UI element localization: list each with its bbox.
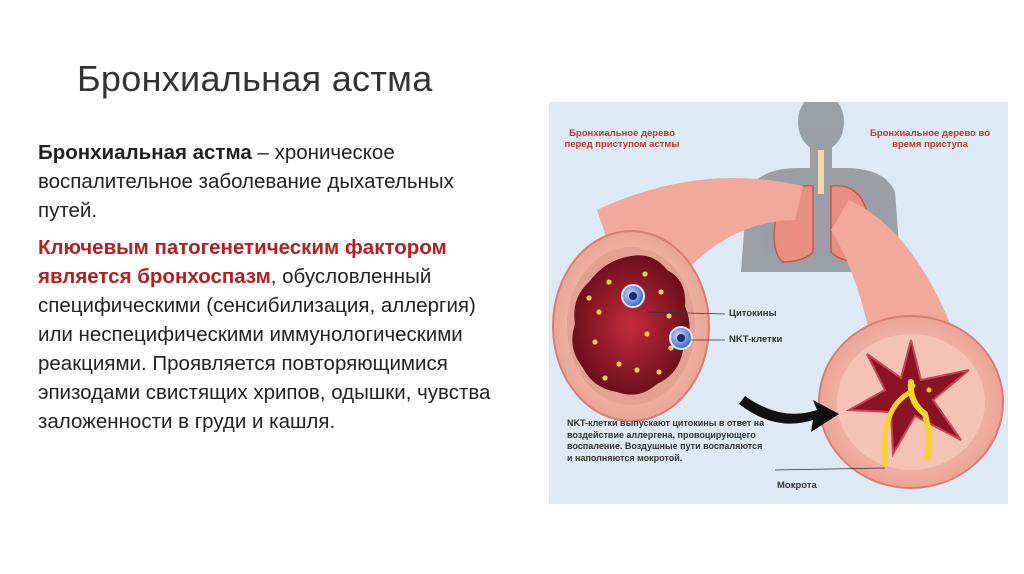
- nkt-cells: [621, 284, 693, 350]
- slide-title: Бронхиальная астма: [77, 58, 433, 99]
- mucus-branch: [882, 389, 914, 467]
- body-text: Бронхиальная астма – хроническое воспали…: [38, 138, 508, 436]
- mucus-pointer: [774, 467, 886, 471]
- label-nkt-cells: NKT-клетки: [729, 334, 783, 345]
- term-highlight: Бронхиальная астма: [38, 141, 252, 164]
- caption-before-attack: Бронхиальное дерево перед приступом астм…: [564, 128, 680, 150]
- bronchi-diagram: [552, 102, 1004, 489]
- label-mucus: Мокрота: [777, 480, 817, 491]
- trachea: [818, 150, 824, 194]
- right-tube-constricted-lumen: [845, 339, 970, 458]
- definition-paragraph: Бронхиальная астма – хроническое воспали…: [38, 138, 508, 225]
- key-factor-highlight: Ключевым патогенетическим фактором являе…: [38, 236, 447, 288]
- definition-text: – хроническое воспалительное заболевание…: [38, 141, 454, 222]
- cytokines-pointer: [648, 311, 726, 315]
- caption-during-attack: Бронхиальное дерево во время приступа: [870, 128, 990, 150]
- explanation-note: NKT-клетки выпускают цитокины в ответ на…: [567, 418, 765, 463]
- arrow-icon: [739, 396, 839, 432]
- pathogenesis-text: , обусловленный специфическими (сенсибил…: [38, 265, 491, 433]
- label-cytokines: Цитокины: [729, 308, 777, 319]
- pathogenesis-paragraph: Ключевым патогенетическим фактором являе…: [38, 233, 508, 436]
- asthma-illustration: Бронхиальное дерево перед приступом астм…: [549, 102, 1008, 504]
